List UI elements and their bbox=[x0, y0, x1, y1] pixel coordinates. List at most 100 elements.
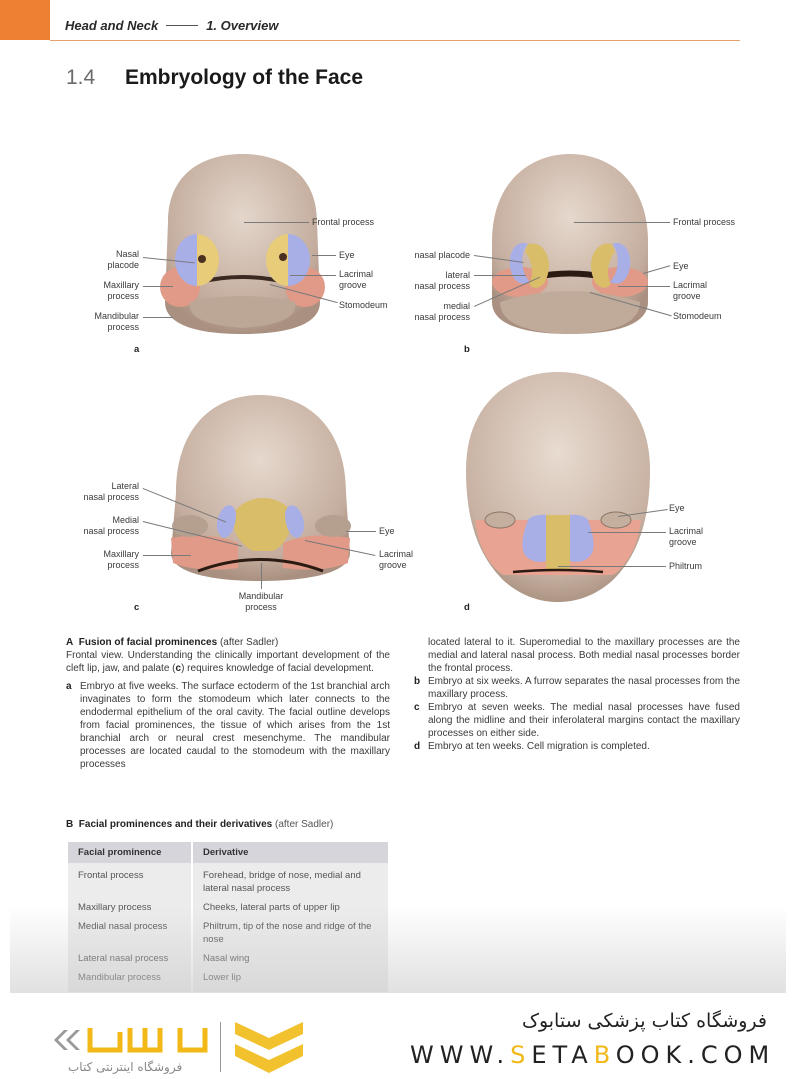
table-row: Mandibular process Lower lip bbox=[68, 968, 388, 992]
table-source: (after Sadler) bbox=[275, 819, 334, 830]
label-maxillary-process: Maxillary process bbox=[82, 280, 139, 302]
caption-item-text: located lateral to it. Superomedial to t… bbox=[428, 637, 740, 674]
caption-letter: A bbox=[66, 637, 74, 648]
label-philtrum: Philtrum bbox=[669, 561, 703, 571]
table-cell: Nasal wing bbox=[193, 949, 388, 968]
label-line: Nasal bbox=[115, 249, 139, 259]
caption-heading: A Fusion of facial prominences (after Sa… bbox=[66, 636, 390, 649]
caption-item-c: c Embryo at seven weeks. The medial nasa… bbox=[414, 701, 740, 740]
table-row: Frontal process Forehead, bridge of nose… bbox=[68, 863, 388, 898]
label-eye: Eye bbox=[339, 250, 355, 260]
table-title: B Facial prominences and their derivativ… bbox=[66, 819, 333, 830]
running-head-part: Head and Neck bbox=[65, 18, 159, 33]
label-line: placode bbox=[107, 260, 139, 270]
label-eye: Eye bbox=[669, 503, 685, 513]
leader-maxillary-process bbox=[143, 555, 191, 556]
caption-item-a-cont: located lateral to it. Superomedial to t… bbox=[414, 636, 740, 675]
caption-item-letter bbox=[414, 636, 422, 675]
caption-item-letter: c bbox=[414, 702, 420, 713]
table-cell: Philtrum, tip of the nose and ridge of t… bbox=[193, 917, 388, 949]
table-header-row: Facial prominence Derivative bbox=[68, 842, 388, 863]
table-cell: Lower lip bbox=[193, 968, 388, 992]
label-line: Lacrimal bbox=[379, 549, 414, 559]
caption-title: Fusion of facial prominences bbox=[78, 637, 218, 648]
caption-item-b: b Embryo at six weeks. A furrow separate… bbox=[414, 675, 740, 701]
caption-source: (after Sadler) bbox=[219, 637, 279, 648]
label-lateral-nasal-process: lateral nasal process bbox=[400, 270, 470, 292]
panel-letter-d: d bbox=[464, 602, 470, 613]
figure-caption-left: A Fusion of facial prominences (after Sa… bbox=[66, 636, 390, 771]
caption-item-text: Embryo at seven weeks. The medial nasal … bbox=[428, 702, 740, 739]
leader-lacrimal-groove bbox=[290, 275, 336, 276]
caption-intro-text: Frontal view. Understanding the clinical… bbox=[66, 650, 390, 674]
logo-separator bbox=[220, 1022, 221, 1072]
figure-c: Lateral nasal process Medial nasal proce… bbox=[0, 0, 420, 620]
table-cell: Lateral nasal process bbox=[68, 949, 191, 968]
url-part: OOK.COM bbox=[615, 1041, 776, 1069]
label-nasal-placode: Nasal placode bbox=[92, 249, 139, 271]
table-letter: B bbox=[66, 819, 74, 830]
label-line: Maxillary bbox=[103, 549, 139, 559]
figure-a: Frontal process Nasal placode Maxillary … bbox=[0, 0, 400, 370]
label-line: process bbox=[245, 602, 277, 612]
section-title: Embryology of the Face bbox=[125, 66, 364, 89]
label-line: groove bbox=[339, 280, 367, 290]
label-line: process bbox=[107, 560, 139, 570]
label-line: groove bbox=[669, 537, 697, 547]
running-head: Head and Neck 1. Overview bbox=[65, 18, 278, 33]
label-line: process bbox=[107, 291, 139, 301]
label-line: Lacrimal bbox=[339, 269, 374, 279]
label-stomodeum: Stomodeum bbox=[673, 311, 722, 321]
caption-item-letter: d bbox=[414, 741, 421, 752]
label-line: Mandibular bbox=[94, 311, 139, 321]
running-head-chapter: 1. Overview bbox=[206, 18, 279, 33]
store-name: فروشگاه کتاب پزشکی ستابوک bbox=[521, 1010, 767, 1032]
panel-letter-c: c bbox=[134, 602, 140, 613]
label-line: nasal process bbox=[414, 312, 470, 322]
caption-item-text: Embryo at ten weeks. Cell migration is c… bbox=[428, 741, 650, 752]
label-line: nasal process bbox=[414, 281, 470, 291]
table-cell: Cheeks, lateral parts of upper lip bbox=[193, 898, 388, 917]
table-cell: Medial nasal process bbox=[68, 917, 191, 949]
url-part-highlight: B bbox=[593, 1041, 616, 1069]
leader-lateral-nasal-process bbox=[474, 275, 526, 276]
label-stomodeum: Stomodeum bbox=[339, 300, 388, 310]
column-header-prominence: Facial prominence bbox=[68, 842, 191, 863]
caption-item-d: d Embryo at ten weeks. Cell migration is… bbox=[414, 740, 740, 753]
table-cell: Forehead, bridge of nose, medial and lat… bbox=[193, 863, 388, 898]
table-row: Medial nasal process Philtrum, tip of th… bbox=[68, 917, 388, 949]
header-rule bbox=[50, 40, 740, 41]
table-cell: Maxillary process bbox=[68, 898, 191, 917]
label-lacrimal-groove: Lacrimal groove bbox=[673, 280, 707, 302]
leader-lacrimal-groove bbox=[618, 286, 670, 287]
label-line: medial bbox=[443, 301, 470, 311]
label-line: Maxillary bbox=[103, 280, 139, 290]
caption-item-letter: b bbox=[414, 676, 421, 687]
label-line: nasal process bbox=[83, 492, 139, 502]
table-row: Lateral nasal process Nasal wing bbox=[68, 949, 388, 968]
logo-subtitle: فروشگاه اینترنتی کتاب bbox=[68, 1060, 183, 1074]
label-frontal-process: Frontal process bbox=[673, 217, 736, 227]
label-frontal-process: Frontal process bbox=[312, 217, 375, 227]
url-part-highlight: S bbox=[510, 1041, 532, 1069]
label-line: Lacrimal bbox=[673, 280, 708, 290]
label-lacrimal-groove: Lacrimal groove bbox=[379, 549, 413, 571]
label-eye: Eye bbox=[673, 261, 689, 271]
embryo-10-weeks-illustration bbox=[466, 372, 650, 602]
label-line: Mandibular bbox=[238, 591, 284, 601]
table-row: Maxillary process Cheeks, lateral parts … bbox=[68, 898, 388, 917]
label-line: process bbox=[107, 322, 139, 332]
embryo-6-weeks-illustration bbox=[492, 154, 648, 334]
leader-eye bbox=[312, 255, 336, 256]
figure-caption-right: located lateral to it. Superomedial to t… bbox=[414, 636, 740, 753]
label-line: groove bbox=[673, 291, 701, 301]
caption-intro-ref: c bbox=[175, 663, 182, 674]
label-line: nasal process bbox=[83, 526, 139, 536]
table-heading: Facial prominences and their derivatives bbox=[78, 819, 273, 830]
leader-mandibular-process bbox=[143, 317, 173, 318]
label-lacrimal-groove: Lacrimal groove bbox=[669, 526, 703, 548]
caption-intro-text: ) requires knowledge of facial developme… bbox=[181, 663, 374, 674]
label-maxillary-process: Maxillary process bbox=[80, 549, 139, 571]
store-url[interactable]: WWW.SETABOOK.COM bbox=[410, 1041, 775, 1069]
panel-letter-b: b bbox=[464, 344, 470, 355]
